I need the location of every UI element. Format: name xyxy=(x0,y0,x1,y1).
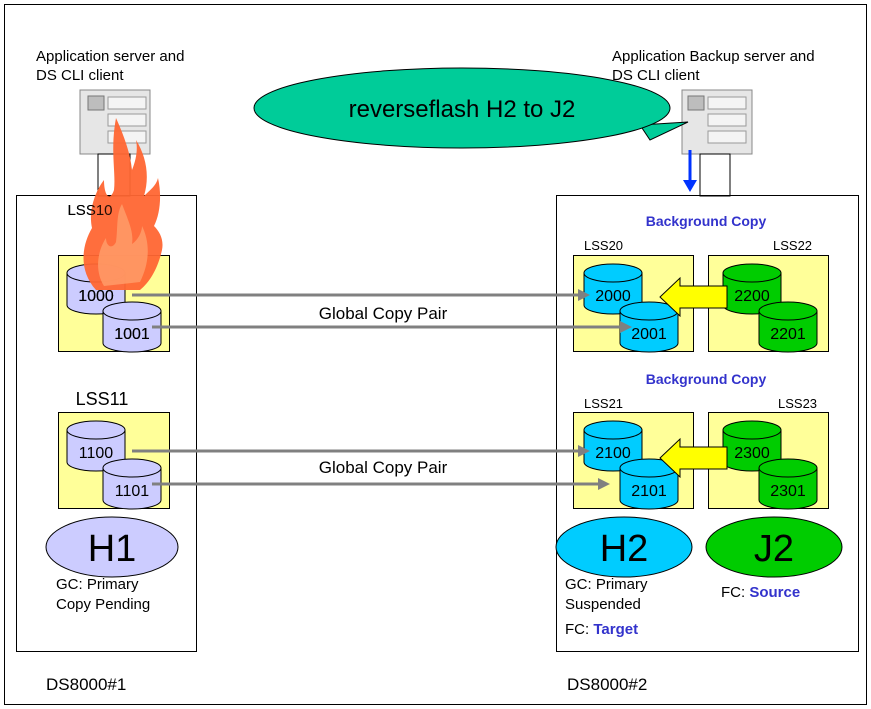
volume-2001-label: 2001 xyxy=(631,326,667,343)
global-copy-pair-bottom: Global Copy Pair xyxy=(319,458,448,477)
volume-1001-over: 1001 xyxy=(114,326,150,343)
caption-clip xyxy=(858,40,870,88)
h1-status-line1: GC: Primary xyxy=(56,576,139,593)
right-server-caption: Application Backup server and DS CLI cli… xyxy=(612,48,815,84)
lss22-label: LSS22 xyxy=(773,238,812,253)
command-arrow xyxy=(683,150,697,192)
global-copy-arrows xyxy=(132,289,632,490)
h1-group: H1 xyxy=(45,516,179,578)
volume-2300-label: 2300 xyxy=(734,445,770,462)
j2-group: J2 xyxy=(705,516,843,578)
h2-status-line1: GC: Primary xyxy=(565,576,648,593)
volume-2100: 2100 xyxy=(583,420,643,472)
volume-1100: 1100 xyxy=(66,420,126,472)
fire-icon xyxy=(83,118,163,290)
volume-1001: 1001 xyxy=(102,301,162,353)
volume-2301: 2301 xyxy=(758,458,818,510)
volume-2301-label: 2301 xyxy=(770,483,806,500)
volume-2100-label: 2100 xyxy=(595,445,631,462)
ds8000-2-label: DS8000#2 xyxy=(567,675,647,694)
h2-fc-prefix: FC: xyxy=(565,621,593,638)
flash-arrow-bottom xyxy=(659,437,728,479)
volume-2000-label: 2000 xyxy=(595,288,631,305)
h2-fc-role: Target xyxy=(593,621,638,638)
lss20-label: LSS20 xyxy=(584,238,623,253)
volume-2200: 2200 xyxy=(722,263,782,315)
volume-1101: 1101 xyxy=(102,458,162,510)
h1-label: H1 xyxy=(88,528,137,570)
volume-2000: 2000 xyxy=(583,263,643,315)
right-server-icon xyxy=(681,89,753,197)
h2-fc-status: FC: Target xyxy=(565,621,638,638)
lss23-label: LSS23 xyxy=(778,396,817,411)
volume-2101: 2101 xyxy=(619,458,679,510)
volumes-foreground: 1000 1001 xyxy=(78,288,150,343)
h2-label: H2 xyxy=(600,528,649,570)
j2-fc-role: Source xyxy=(749,584,800,601)
flash-arrow-top xyxy=(659,276,728,318)
global-copy-pair-top: Global Copy Pair xyxy=(319,304,448,323)
h2-group: H2 xyxy=(555,516,693,578)
lss11-label: LSS11 xyxy=(76,389,129,409)
volume-1000-over: 1000 xyxy=(78,288,114,305)
j2-label: J2 xyxy=(754,528,794,570)
j2-fc-prefix: FC: xyxy=(721,584,749,601)
lss21-label: LSS21 xyxy=(584,396,623,411)
background-copy-bottom: Background Copy xyxy=(646,371,767,387)
lss10-label-overlay: LSS10 xyxy=(67,202,112,219)
left-server-line1: Application server and xyxy=(36,48,184,65)
right-server-line1: Application Backup server and xyxy=(612,48,815,65)
volume-1000-label: 1000 xyxy=(78,288,114,305)
left-server-caption: Application server and DS CLI client xyxy=(36,48,184,84)
background-copy-top: Background Copy xyxy=(646,213,767,229)
volume-1101-label: 1101 xyxy=(115,483,150,500)
callout: reverseflash H2 to J2 xyxy=(253,67,689,149)
volume-2200-label: 2200 xyxy=(734,288,770,305)
volume-1100-label: 1100 xyxy=(79,445,114,462)
ds8000-1-label: DS8000#1 xyxy=(46,675,126,694)
h2-status-line2: Suspended xyxy=(565,596,641,613)
h1-status-line2: Copy Pending xyxy=(56,596,150,613)
left-server-line2: DS CLI client xyxy=(36,67,124,84)
j2-fc-status: FC: Source xyxy=(721,584,800,601)
volume-2201: 2201 xyxy=(758,301,818,353)
ds8000-2-box xyxy=(556,195,859,652)
volume-2201-label: 2201 xyxy=(770,326,806,343)
volume-1001-label: 1001 xyxy=(114,326,150,343)
right-server-line2: DS CLI client xyxy=(612,67,700,84)
volume-2101-label: 2101 xyxy=(631,483,667,500)
callout-text: reverseflash H2 to J2 xyxy=(349,96,576,123)
volume-2001: 2001 xyxy=(619,301,679,353)
